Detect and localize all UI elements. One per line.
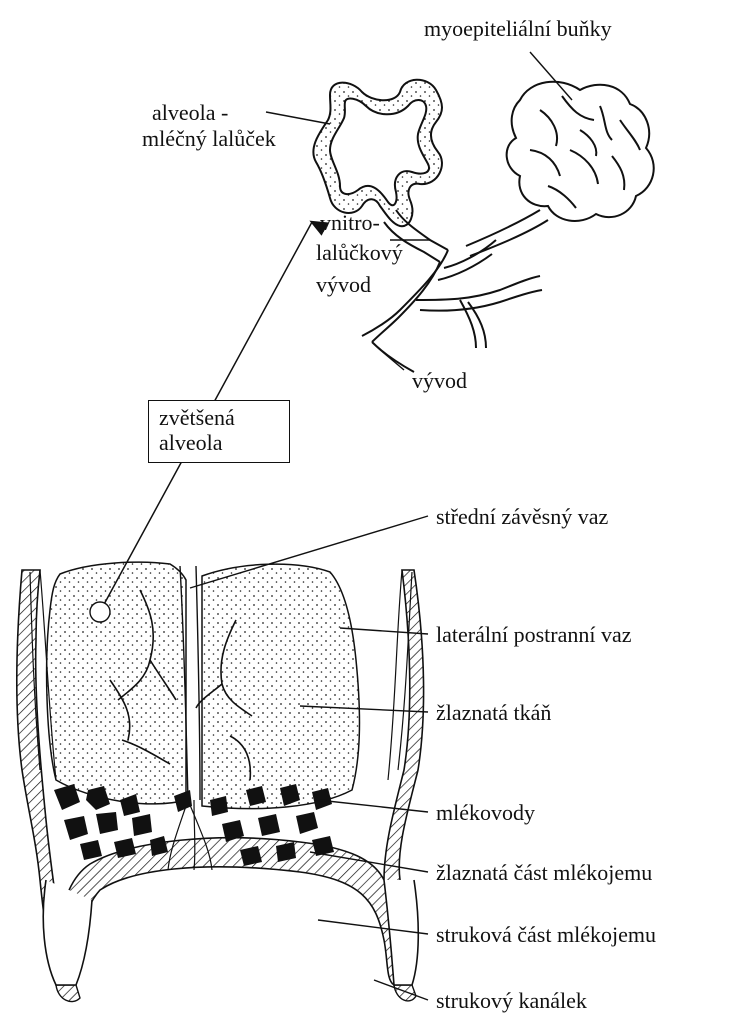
label-teat-canal: strukový kanálek — [436, 988, 587, 1013]
label-intralobular-line3: vývod — [316, 272, 371, 297]
label-alveola-line1: alveola - — [152, 100, 228, 125]
callout-enlarged-alveola: zvětšená alveola — [148, 400, 290, 463]
callout-line1: zvětšená — [159, 405, 279, 430]
label-myoepithelial-cells: myoepiteliální buňky — [424, 16, 612, 41]
myoepithelial-alveola — [466, 82, 654, 256]
label-glandular-tissue: žlaznatá tkáň — [436, 700, 551, 725]
label-intralobular-line1: vnitro- — [320, 210, 380, 235]
label-alveola-line2: mléčný lalůček — [142, 126, 276, 151]
label-gland-cistern: žlaznatá část mlékojemu — [436, 860, 652, 885]
label-milk-ducts: mlékovody — [436, 800, 535, 825]
callout-line2: alveola — [159, 430, 279, 455]
label-lateral-ligament: laterální postranní vaz — [436, 622, 631, 647]
udder-cross-section — [17, 562, 424, 1001]
label-duct: vývod — [412, 368, 467, 393]
label-intralobular-line2: lalůčkový — [316, 240, 403, 265]
label-teat-cistern: struková část mlékojemu — [436, 922, 656, 947]
label-median-ligament: střední závěsný vaz — [436, 504, 608, 529]
magnified-alveola-marker — [90, 602, 110, 622]
